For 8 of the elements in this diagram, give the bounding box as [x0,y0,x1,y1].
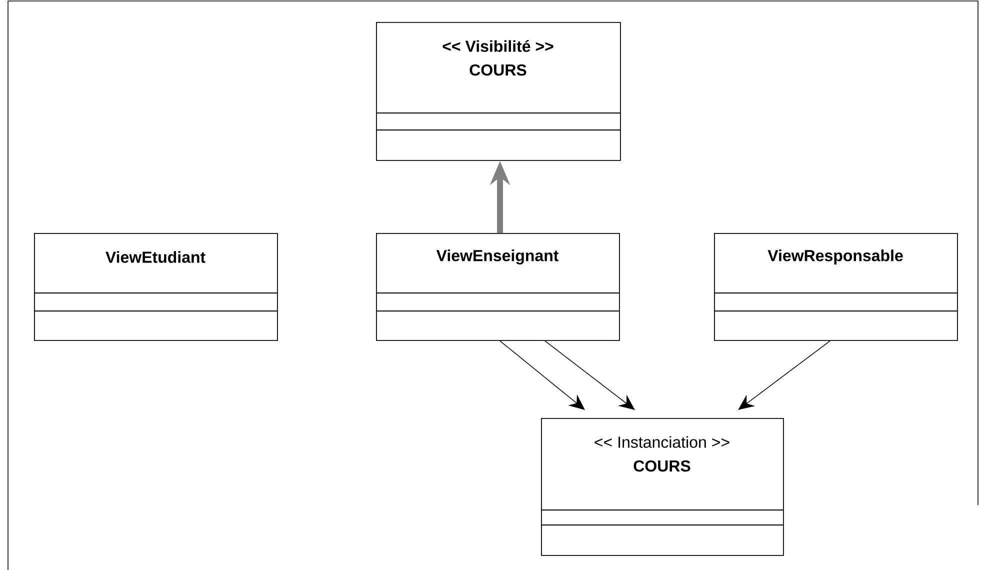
class-box: ViewEtudiant [34,233,278,341]
class-box: << Visibilité >> COURS [376,22,621,161]
arrow [500,340,585,410]
class-box: << Instanciation >> COURS [540,418,784,556]
arrow [544,340,635,410]
class-box: ViewResponsable [714,233,958,341]
class-box: ViewEnseignant [376,233,620,341]
arrow [738,340,830,410]
